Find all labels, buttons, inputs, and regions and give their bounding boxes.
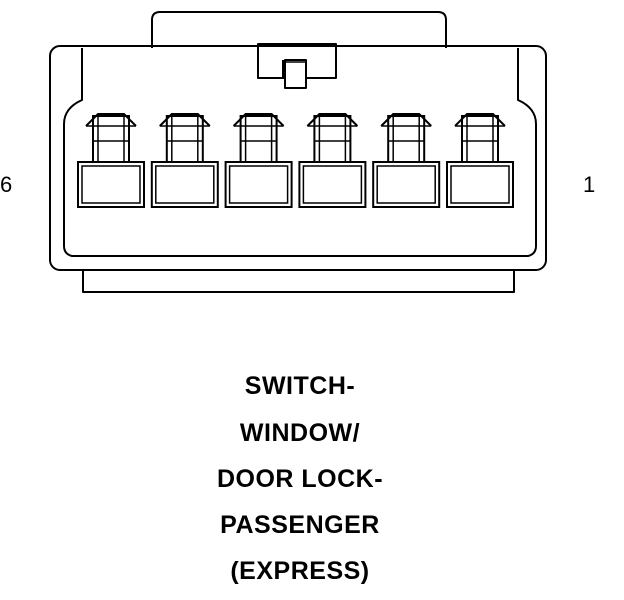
- housing-inner-face: [63, 48, 537, 257]
- cavity-inner: [376, 165, 436, 204]
- cavity-inner: [228, 165, 289, 204]
- caption-line-2: WINDOW/: [239, 419, 361, 447]
- housing-outer: [49, 45, 547, 271]
- caption-line-3: DOOR LOCK-: [216, 465, 384, 493]
- terminal-cavity: [372, 113, 441, 208]
- pin-label-right: 1: [583, 172, 595, 197]
- cavity-inner: [302, 165, 363, 204]
- pin-label-left: 6: [0, 172, 12, 197]
- terminal-cavity: [150, 113, 219, 208]
- connector-latch: [151, 11, 447, 48]
- terminal-cavities: [77, 113, 514, 208]
- terminal-cavity: [298, 113, 367, 208]
- terminal-cavity: [77, 113, 145, 208]
- cavity-outer: [446, 161, 514, 208]
- cavity-inner: [155, 165, 215, 204]
- cavity-outer: [224, 161, 293, 208]
- cavity-inner: [450, 165, 510, 204]
- cavity-outer: [150, 161, 219, 208]
- caption-line-4: PASSENGER: [220, 511, 380, 539]
- connector-housing: [49, 11, 547, 293]
- caption-line-5: (EXPRESS): [230, 557, 370, 585]
- cavity-outer: [77, 161, 145, 208]
- terminal-cavity: [224, 113, 293, 208]
- cavity-inner: [81, 165, 141, 204]
- housing-bottom-rail: [82, 270, 515, 293]
- cavity-outer: [298, 161, 367, 208]
- center-key: [257, 43, 337, 89]
- caption-line-1: SWITCH-: [244, 372, 356, 400]
- terminal-cavity: [446, 113, 514, 208]
- cavity-outer: [372, 161, 441, 208]
